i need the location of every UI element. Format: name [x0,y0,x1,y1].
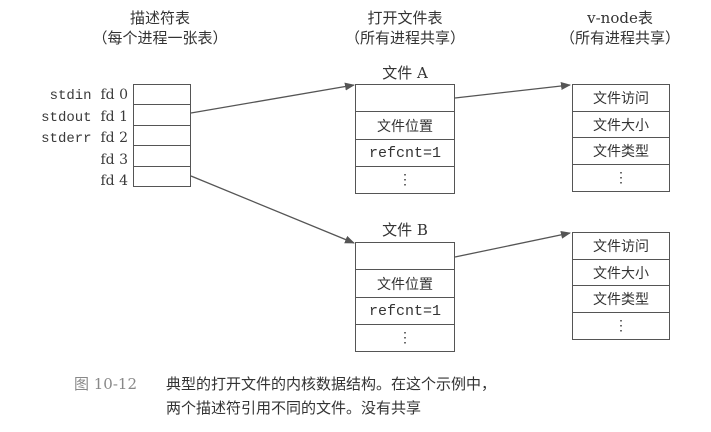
figure-number: 图 10-12 [74,375,138,393]
descriptor-slot-fd0 [134,85,190,106]
file-size-cell: 文件大小 [573,112,669,138]
descriptor-labels: stdin fd 0 stdout fd 1 stderr fd 2 fd 3 … [10,85,128,193]
descriptor-table-subtitle: （每个进程一张表） [92,29,228,47]
descriptor-table [133,84,191,187]
arrow-file-a-to-vnode-a [454,82,571,99]
file-position-cell: 文件位置 [356,270,454,298]
fd-number: fd 4 [100,173,128,190]
descriptor-table-header: 描述符表 （每个进程一张表） [60,8,260,48]
file-entry-pointer-cell [356,85,454,112]
caption-line-1: 图 10-12 典型的打开文件的内核数据结构。在这个示例中， [74,372,694,396]
descriptor-label-row: stdout fd 1 [10,107,128,129]
stream-name: stderr [41,131,92,148]
arrow-fd1-to-file-a [190,82,355,114]
fd-number: fd 1 [100,108,128,125]
file-type-cell: 文件类型 [573,286,669,313]
file-access-cell: 文件访问 [573,233,669,260]
vnode-entry-a: 文件访问 文件大小 文件类型 ⋮ [572,84,670,192]
refcnt-cell: refcnt=1 [356,140,454,167]
file-a-label: 文件 A [382,64,428,82]
stream-name: stdin [49,88,92,104]
ellipsis-cell: ⋮ [614,318,628,334]
open-file-table-header: 打开文件表 （所有进程共享） [305,8,505,48]
file-type-cell: 文件类型 [573,138,669,165]
file-size-cell: 文件大小 [573,260,669,286]
descriptor-label-row: stderr fd 2 [10,128,128,150]
vnode-table-title: v-node表 [587,9,653,27]
descriptor-label-row: fd 3 [10,150,128,172]
figure-caption: 图 10-12 典型的打开文件的内核数据结构。在这个示例中， 两个描述符引用不同… [74,372,694,420]
caption-text-1: 典型的打开文件的内核数据结构。在这个示例中， [166,375,497,393]
vnode-table-header: v-node表 （所有进程共享） [520,8,711,48]
fd-number: fd 2 [100,130,128,147]
file-entry-pointer-cell [356,243,454,270]
descriptor-table-title: 描述符表 [129,9,190,27]
open-file-table-subtitle: （所有进程共享） [344,29,465,47]
ellipsis-cell: ⋮ [614,170,628,186]
ellipsis-cell: ⋮ [398,172,412,188]
ellipsis-cell: ⋮ [398,330,412,346]
file-position-cell: 文件位置 [356,112,454,140]
descriptor-slot-fd3 [134,146,190,167]
open-file-table-title: 打开文件表 [367,9,443,27]
descriptor-label-row: stdin fd 0 [10,85,128,107]
descriptor-slot-fd2 [134,126,190,147]
open-file-entry-a: 文件位置 refcnt=1 ⋮ [355,84,455,194]
vnode-table-subtitle: （所有进程共享） [559,29,680,47]
caption-text-2: 两个描述符引用不同的文件。没有共享 [166,399,422,417]
file-access-cell: 文件访问 [573,85,669,112]
vnode-entry-b: 文件访问 文件大小 文件类型 ⋮ [572,232,670,340]
refcnt-cell: refcnt=1 [356,298,454,325]
open-file-entry-b: 文件位置 refcnt=1 ⋮ [355,242,455,352]
descriptor-slot-fd1 [134,105,190,126]
stream-name: stdout [41,109,92,126]
fd-number: fd 3 [100,151,128,168]
arrow-file-b-to-vnode-b [454,230,571,258]
arrow-fd4-to-file-b [190,175,355,244]
descriptor-label-row: fd 4 [10,171,128,193]
fd-number: fd 0 [100,87,128,103]
file-b-label: 文件 B [382,221,428,239]
